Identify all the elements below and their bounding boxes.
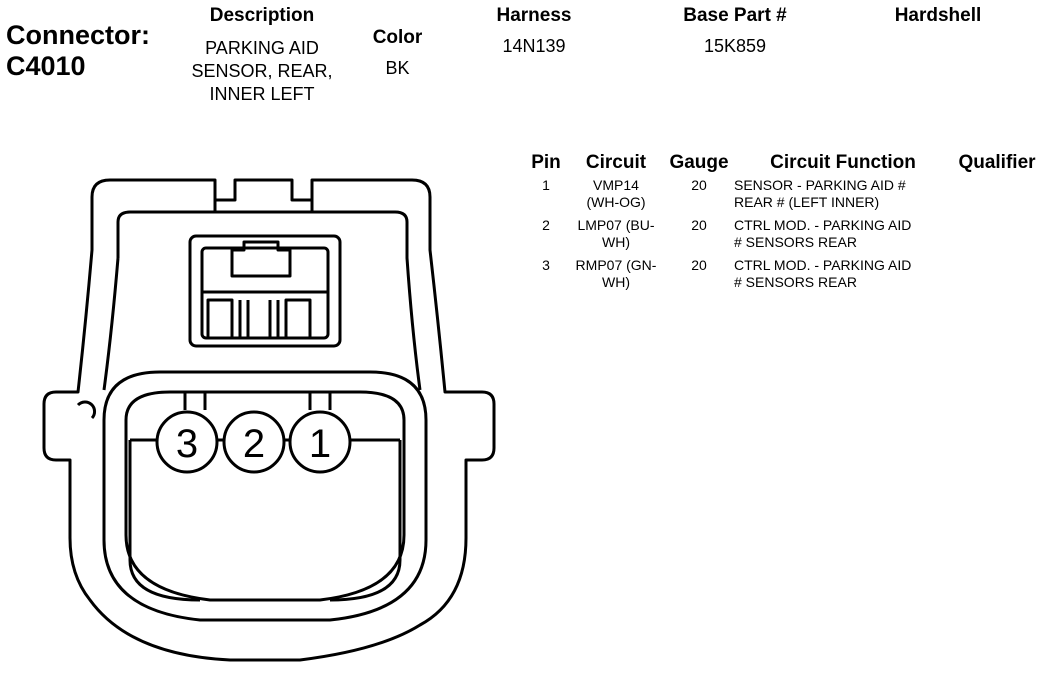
connector-face-drawing: 3 2 1: [42, 178, 496, 662]
terminal-cavity-inner: [124, 390, 406, 602]
connector-outer-housing: [42, 178, 496, 662]
color-header: Color: [372, 27, 423, 48]
circuit-line: VMP14: [593, 177, 639, 193]
circuit-function-cell: CTRL MOD. - PARKING AID # SENSORS REAR: [734, 217, 952, 257]
description-value: PARKING AID SENSOR, REAR, INNER LEFT: [172, 37, 352, 106]
circuit-cell: LMP07 (BU- WH): [568, 217, 664, 257]
pin-2-terminal: [222, 410, 286, 474]
circuit-line: LMP07 (BU-: [577, 217, 655, 233]
hardshell-block: Hardshell: [878, 5, 998, 36]
table-row: 1 VMP14 (WH-OG) 20 SENSOR - PARKING AID …: [524, 177, 1042, 217]
table-row: 3 RMP07 (GN- WH) 20 CTRL MOD. - PARKING …: [524, 257, 1042, 297]
function-line: CTRL MOD. - PARKING AID: [734, 257, 912, 273]
pin-3-terminal: [155, 410, 219, 474]
base-part-block: Base Part # 15K859: [660, 5, 810, 57]
description-line: PARKING AID: [205, 38, 319, 58]
pin-table: Pin Circuit Gauge Circuit Function Quali…: [524, 152, 1042, 297]
locking-latch: [188, 234, 342, 348]
function-line: SENSOR - PARKING AID #: [734, 177, 906, 193]
qualifier-cell: [952, 177, 1042, 217]
circuit-cell: RMP07 (GN- WH): [568, 257, 664, 297]
qualifier-cell: [952, 257, 1042, 297]
function-line: CTRL MOD. - PARKING AID: [734, 217, 912, 233]
circuit-function-column-header: Circuit Function: [770, 152, 916, 173]
pin-cell: 1: [542, 177, 550, 193]
harness-header: Harness: [496, 5, 572, 26]
circuit-function-cell: SENSOR - PARKING AID # REAR # (LEFT INNE…: [734, 177, 952, 217]
base-part-value: 15K859: [703, 36, 767, 56]
circuit-line: RMP07 (GN-: [575, 257, 657, 273]
connector-title: Connector: C4010: [6, 20, 150, 82]
gauge-column-header: Gauge: [669, 152, 729, 173]
pin-3-label: 3: [176, 422, 198, 466]
function-line: # SENSORS REAR: [734, 234, 857, 250]
function-line: REAR # (LEFT INNER): [734, 194, 880, 210]
base-part-header: Base Part #: [683, 5, 787, 26]
qualifier-column-header: Qualifier: [958, 152, 1036, 173]
circuit-column-header: Circuit: [585, 152, 647, 173]
qualifier-cell: [952, 217, 1042, 257]
circuit-line: WH): [602, 274, 630, 290]
harness-value: 14N139: [502, 36, 566, 56]
connector-label: Connector:: [6, 20, 150, 50]
table-row: 2 LMP07 (BU- WH) 20 CTRL MOD. - PARKING …: [524, 217, 1042, 257]
circuit-cell: VMP14 (WH-OG): [568, 177, 664, 217]
pin-1-terminal: [288, 410, 352, 474]
pin-cell: 3: [542, 257, 550, 273]
circuit-line: (WH-OG): [586, 194, 646, 210]
color-value: BK: [385, 58, 410, 78]
color-block: Color BK: [360, 27, 435, 79]
pin-1-label: 1: [309, 422, 331, 466]
gauge-cell: 20: [691, 177, 707, 193]
hardshell-header: Hardshell: [894, 5, 982, 26]
connector-id: C4010: [6, 51, 86, 81]
description-line: SENSOR, REAR,: [191, 61, 333, 81]
gauge-cell: 20: [691, 257, 707, 273]
circuit-line: WH): [602, 234, 630, 250]
pin-table-header-row: Pin Circuit Gauge Circuit Function Quali…: [524, 152, 1042, 177]
circuit-function-cell: CTRL MOD. - PARKING AID # SENSORS REAR: [734, 257, 952, 297]
description-block: Description PARKING AID SENSOR, REAR, IN…: [172, 5, 352, 106]
description-line: INNER LEFT: [209, 84, 315, 104]
gauge-cell: 20: [691, 217, 707, 233]
pin-2-label: 2: [243, 422, 265, 466]
connector-inner-shroud: [116, 210, 422, 391]
pin-cell: 2: [542, 217, 550, 233]
terminal-cavity-outer: [102, 370, 428, 622]
function-line: # SENSORS REAR: [734, 274, 857, 290]
harness-block: Harness 14N139: [470, 5, 598, 57]
description-header: Description: [209, 5, 315, 26]
pin-column-header: Pin: [531, 152, 561, 173]
